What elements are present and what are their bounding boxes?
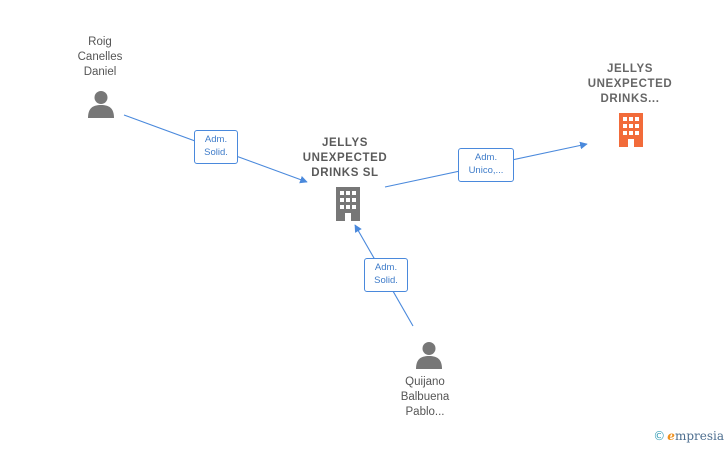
empresia-brand: ©empresia — [653, 429, 724, 443]
company-sl-label[interactable]: JELLYS UNEXPECTED DRINKS SL — [302, 137, 388, 179]
person-roig-label[interactable]: Roig Canelles Daniel — [77, 36, 123, 78]
brand-name: mpresia — [674, 429, 724, 443]
copyright-symbol: © — [653, 429, 666, 443]
building-icon[interactable] — [333, 187, 363, 221]
person-icon[interactable] — [86, 89, 116, 119]
edge-label-sl-role[interactable]: Adm. Unico,... — [458, 148, 514, 182]
brand-initial: e — [667, 429, 675, 443]
edge-label-roig-role[interactable]: Adm. Solid. — [194, 130, 238, 164]
company-main-label[interactable]: JELLYS UNEXPECTED DRINKS... — [587, 63, 673, 105]
building-icon[interactable] — [616, 113, 646, 147]
person-icon[interactable] — [414, 340, 444, 370]
edge-label-quijano-role[interactable]: Adm. Solid. — [364, 258, 408, 292]
person-quijano-label[interactable]: Quijano Balbuena Pablo... — [400, 376, 450, 418]
